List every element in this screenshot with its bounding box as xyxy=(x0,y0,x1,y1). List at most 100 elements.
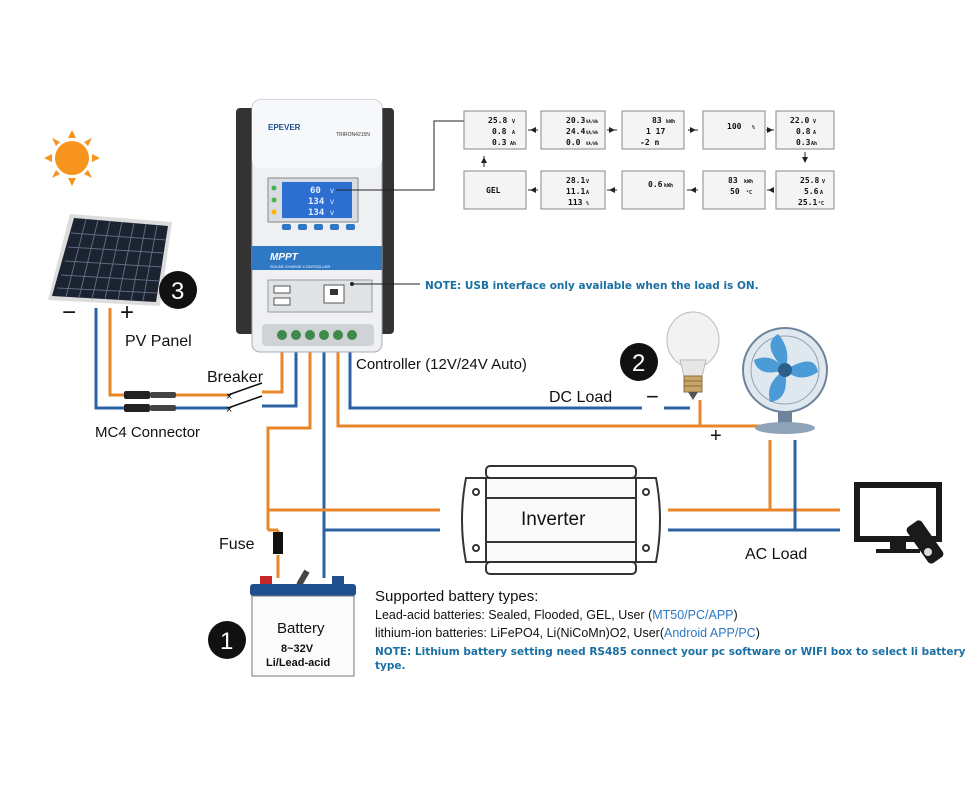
screen-1-l3: 0.3 xyxy=(492,138,507,147)
controller-lcd-unit-1: V xyxy=(330,188,335,195)
lithium-line: lithium-ion batteries: LiFePO4, Li(NiCoM… xyxy=(375,626,760,640)
lithium-note-line-1: NOTE: Lithium battery setting need RS485… xyxy=(375,646,966,658)
screen-9-u1: kWh xyxy=(744,179,753,185)
controller-brand: EPEVER xyxy=(268,123,301,132)
controller-buttons[interactable] xyxy=(282,224,355,230)
mppt-subtitle: SOLAR CHARGE CONTROLLER xyxy=(270,264,330,269)
usb-port-2[interactable] xyxy=(273,297,291,306)
svg-text:×: × xyxy=(226,404,232,416)
controller-lcd-line-1: 60 xyxy=(310,186,321,196)
screen-5-u1: V xyxy=(813,119,816,125)
svg-text:×: × xyxy=(226,391,232,403)
screen-7-u2: A xyxy=(586,190,589,196)
mc4-connector-label: MC4 Connector xyxy=(95,424,200,441)
badge-1: 1 xyxy=(208,621,246,659)
screen-10-u1: V xyxy=(822,179,825,185)
controller-lcd-unit-2: V xyxy=(330,199,335,206)
screen-4-u1: % xyxy=(752,125,755,131)
dc-minus-label: − xyxy=(646,384,659,409)
screen-8-u1: kWh xyxy=(664,183,673,189)
screen-3-u1: kWh xyxy=(666,119,675,125)
screen-5-u3: Ah xyxy=(811,141,817,147)
battery-positive-wire xyxy=(266,352,312,530)
battery-voltage: 8~32V xyxy=(281,643,314,655)
screen-10-l2: 5.6 xyxy=(804,187,819,196)
screen-4-l1: 100 xyxy=(727,122,742,131)
screen-2-u1: VA/Wh xyxy=(586,119,599,124)
breaker-label: Breaker xyxy=(207,369,264,386)
fan-icon xyxy=(742,327,828,434)
usb-port-1[interactable] xyxy=(273,285,291,294)
screen-8-l1: 0.6 xyxy=(648,180,663,189)
screen-5-l2: 0.8 xyxy=(796,127,811,136)
screen-9-l1: 83 xyxy=(728,176,738,185)
screen-5-l1: 22.0 xyxy=(790,116,809,125)
sun-icon xyxy=(44,130,100,186)
battery-title: Battery xyxy=(277,620,325,637)
screen-10-u3: °C xyxy=(818,201,824,207)
controller-lcd-unit-3: V xyxy=(330,210,335,217)
lead-acid-close: ) xyxy=(734,608,738,622)
mppt-band xyxy=(252,246,382,270)
screen-2-l2: 24.4 xyxy=(566,127,585,136)
pv-negative-wire xyxy=(94,308,124,410)
screen-2-u2: VA/Wh xyxy=(586,130,599,135)
controller-lcd-line-3: 134 xyxy=(308,208,325,218)
pv-panel xyxy=(48,214,172,306)
screen-10-l1: 25.8 xyxy=(800,176,819,185)
dc-load-label: DC Load xyxy=(549,389,612,406)
screen-6-l1: GEL xyxy=(486,186,501,195)
badge-2-number: 2 xyxy=(632,350,645,377)
controller-lcd xyxy=(282,182,352,218)
controller-label: Controller (12V/24V Auto) xyxy=(356,356,527,373)
charge-controller: EPEVER TRIRON4215N 60 134 134 V V V MPPT… xyxy=(236,99,394,353)
inverter xyxy=(461,465,661,575)
badge-1-number: 1 xyxy=(220,628,233,655)
usb-note: NOTE: USB interface only available when … xyxy=(425,280,759,292)
lcd-callout-line xyxy=(336,120,464,191)
screen-1-l2: 0.8 xyxy=(492,127,507,136)
screen-3-l3: -2 n xyxy=(640,138,659,147)
screen-1-u1: V xyxy=(512,119,515,125)
pv-panel-label: PV Panel xyxy=(125,333,192,350)
lead-acid-text: Lead-acid batteries: Sealed, Flooded, GE… xyxy=(375,608,653,622)
battery-chemistry: Li/Lead-acid xyxy=(266,657,330,669)
badge-3: 3 xyxy=(159,271,197,309)
lead-acid-line: Lead-acid batteries: Sealed, Flooded, GE… xyxy=(375,608,738,622)
inverter-label: Inverter xyxy=(521,509,586,530)
screen-7-u1: V xyxy=(586,179,589,185)
badge-2: 2 xyxy=(620,343,658,381)
wiring xyxy=(94,308,840,578)
screen-7-l3: 113 xyxy=(568,198,583,207)
dc-negative-wire xyxy=(348,352,642,410)
lcd-screen-sequence: 25.8 V 0.8 A 0.3 Ah 20.3 VA/Wh 24.4 VA/W… xyxy=(463,110,835,210)
lithium-close: ) xyxy=(756,626,760,640)
mc4-connectors xyxy=(124,391,176,412)
pv-minus-label: − xyxy=(62,299,76,326)
badge-3-number: 3 xyxy=(171,278,184,305)
tv-icon xyxy=(854,482,942,553)
screen-1-u2: A xyxy=(512,130,515,136)
controller-lcd-line-2: 134 xyxy=(308,197,325,207)
screen-2-u3: VA/Wh xyxy=(586,141,599,146)
breaker-switch: × × xyxy=(226,382,263,416)
dc-positive-wire xyxy=(336,352,702,428)
screen-7-l2: 11.1 xyxy=(566,187,585,196)
fuse-label: Fuse xyxy=(219,536,255,553)
screen-5-u2: A xyxy=(813,130,816,136)
screen-5-l3: 0.3 xyxy=(796,138,811,147)
remote-control-icon xyxy=(906,520,944,564)
pv-plus-label: + xyxy=(120,299,134,326)
dc-plus-label: + xyxy=(710,425,722,447)
lithium-link: Android APP/PC xyxy=(664,626,756,640)
screen-7-l1: 28.1 xyxy=(566,176,585,185)
screen-9-u2: °C xyxy=(746,190,752,196)
pv-positive-wire xyxy=(108,308,124,397)
screen-10-u2: A xyxy=(820,190,823,196)
screen-2-l1: 20.3 xyxy=(566,116,585,125)
lithium-text: lithium-ion batteries: LiFePO4, Li(NiCoM… xyxy=(375,626,665,640)
screen-1-u3: Ah xyxy=(510,141,516,147)
lead-acid-link: MT50/PC/APP xyxy=(652,608,733,622)
fuse-icon xyxy=(273,532,283,554)
